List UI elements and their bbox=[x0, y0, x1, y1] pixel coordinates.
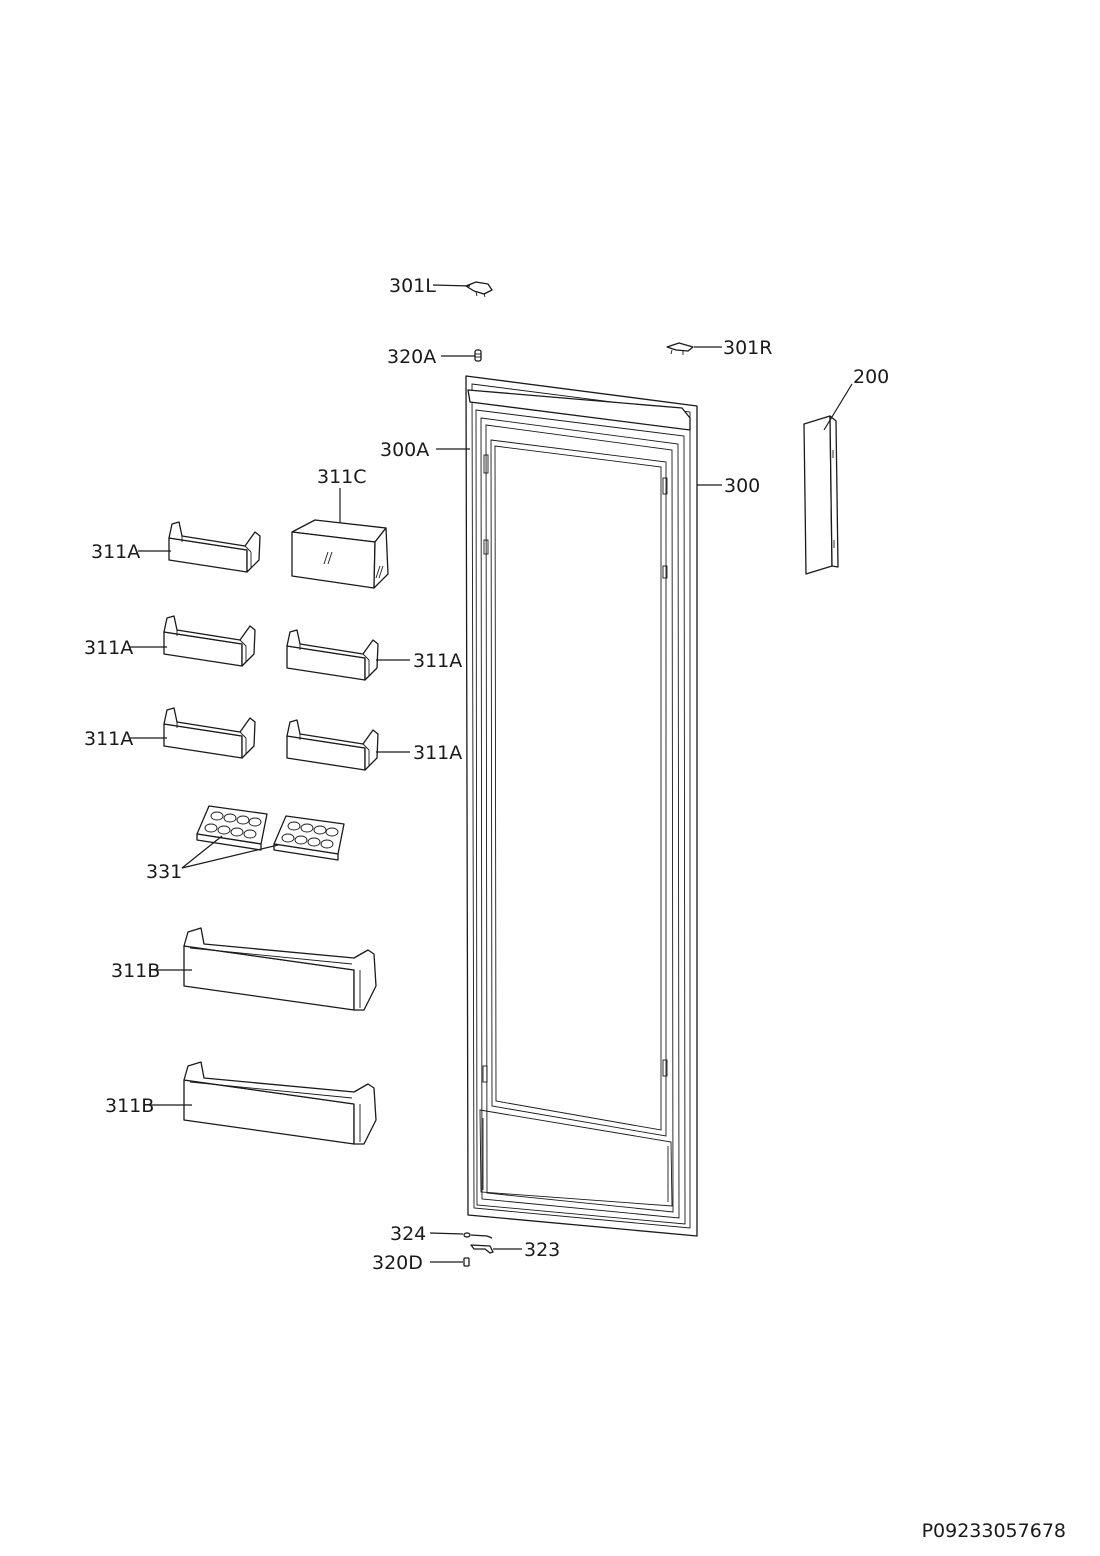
label-311A-3: 311A bbox=[413, 650, 462, 672]
balcony-shelf-small-4 bbox=[163, 707, 256, 759]
label-311A-2: 311A bbox=[84, 637, 133, 659]
balcony-shelf-small-5 bbox=[286, 719, 379, 771]
balcony-shelf-large-1 bbox=[183, 927, 377, 1011]
label-200: 200 bbox=[853, 366, 889, 388]
label-311A-5: 311A bbox=[413, 742, 462, 764]
balcony-shelf-small-2 bbox=[163, 615, 256, 667]
label-301L: 301L bbox=[389, 275, 436, 297]
hinge-cover-left bbox=[465, 281, 493, 298]
egg-tray-1 bbox=[196, 805, 268, 851]
label-300: 300 bbox=[724, 475, 760, 497]
label-311A-1: 311A bbox=[91, 541, 140, 563]
label-323: 323 bbox=[524, 1239, 560, 1261]
label-320A: 320A bbox=[387, 346, 436, 368]
label-331: 331 bbox=[146, 861, 182, 883]
label-311B-1: 311B bbox=[111, 960, 160, 982]
label-300A: 300A bbox=[380, 439, 429, 461]
door-stop-bottom bbox=[463, 1257, 470, 1267]
dairy-compartment bbox=[291, 519, 389, 589]
label-311A-4: 311A bbox=[84, 728, 133, 750]
label-301R: 301R bbox=[723, 337, 772, 359]
hinge-bushing bbox=[463, 1232, 493, 1239]
door-handle bbox=[803, 415, 839, 575]
door-panel bbox=[465, 375, 698, 1237]
hinge-cover-right bbox=[666, 342, 694, 355]
door-stop-top bbox=[474, 349, 482, 362]
label-324: 324 bbox=[390, 1223, 426, 1245]
leader-lines bbox=[130, 284, 853, 1263]
balcony-shelf-large-2 bbox=[183, 1061, 377, 1145]
label-311B-2: 311B bbox=[105, 1095, 154, 1117]
label-320D: 320D bbox=[372, 1252, 423, 1274]
balcony-shelf-small-3 bbox=[286, 629, 379, 681]
document-id: P09233057678 bbox=[921, 1520, 1066, 1542]
balcony-shelf-small-1 bbox=[168, 521, 261, 573]
egg-tray-2 bbox=[273, 815, 345, 861]
hinge-bottom-part bbox=[470, 1244, 494, 1254]
label-311C: 311C bbox=[317, 466, 367, 488]
